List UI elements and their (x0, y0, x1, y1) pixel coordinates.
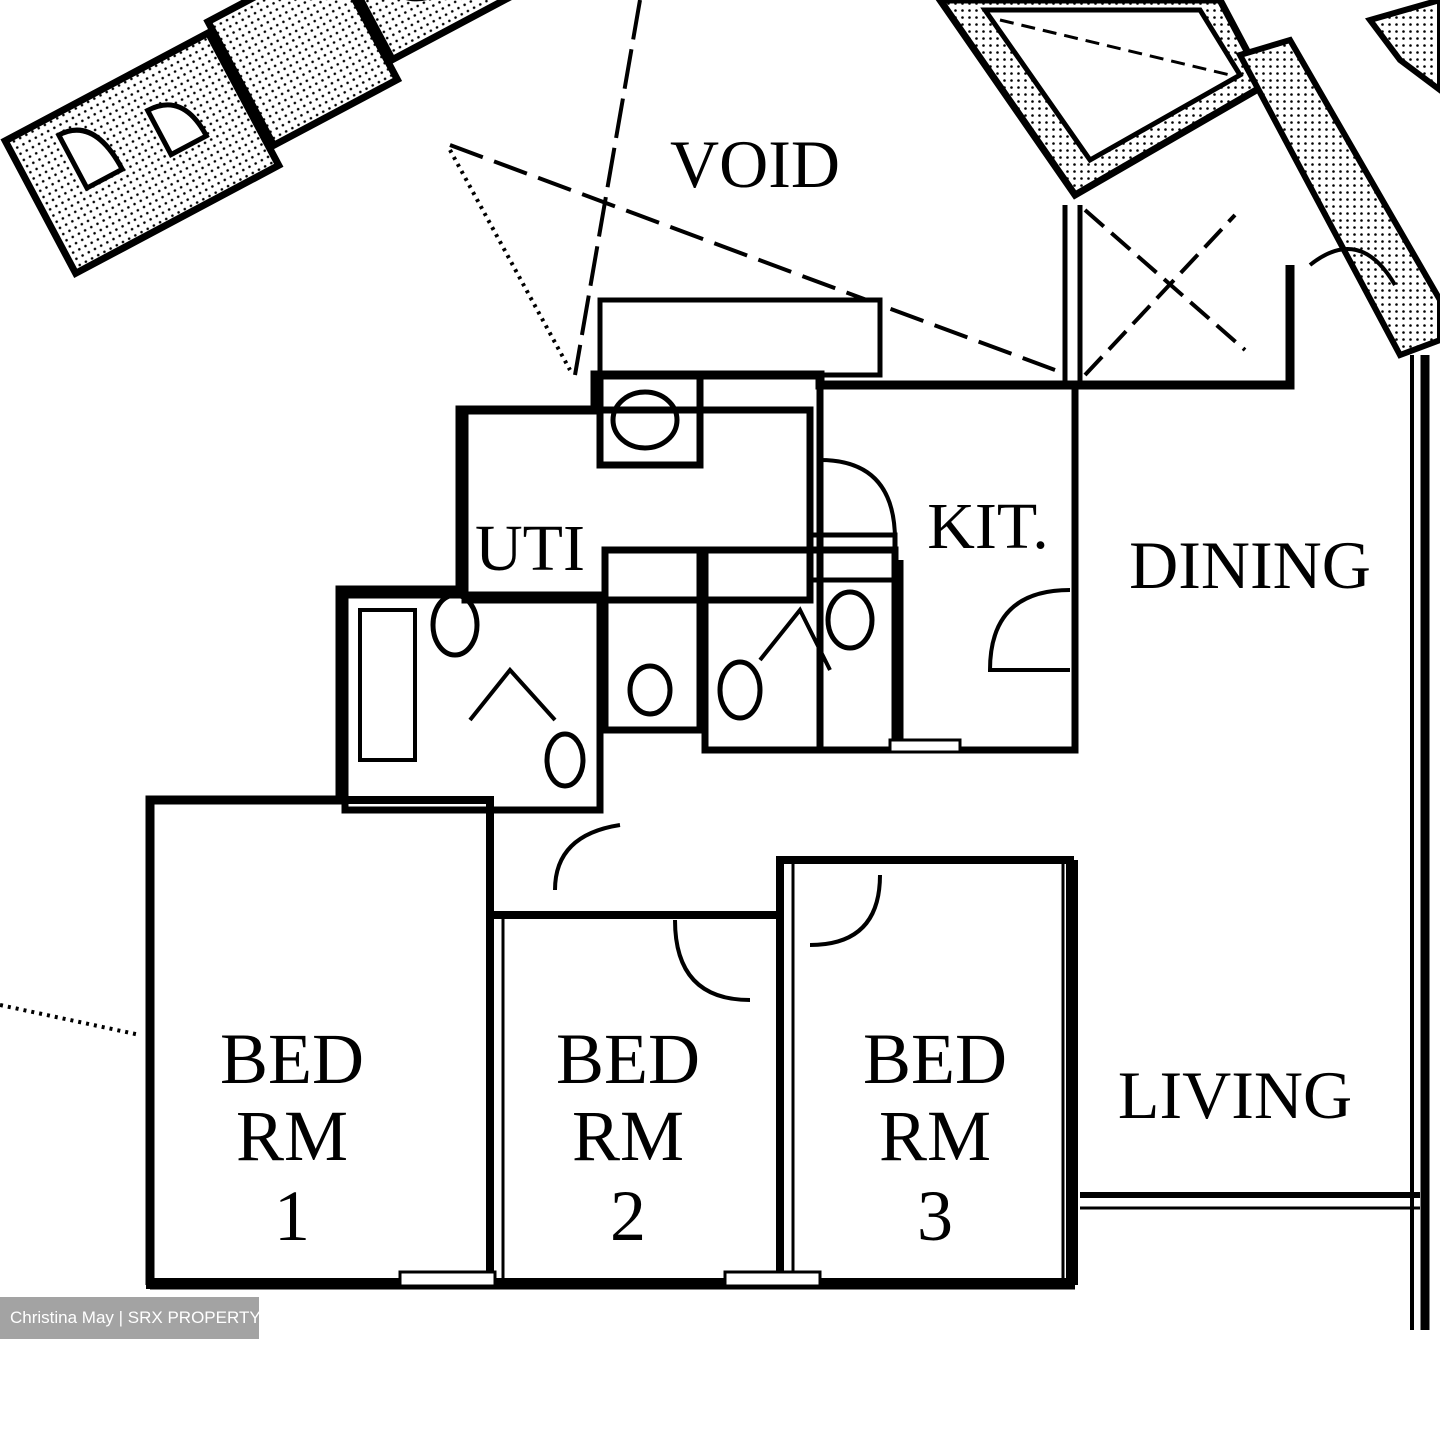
bedroom-walls (146, 796, 1074, 1289)
bathrooms (341, 532, 899, 814)
bedroom-3-line-2: RM (879, 1096, 991, 1176)
planter-box (597, 297, 883, 378)
room-label-kitchen: KIT. (927, 490, 1049, 563)
bedroom-2-line-3: 2 (610, 1176, 646, 1256)
kitchen-walls (816, 381, 1079, 754)
windows (398, 738, 962, 1288)
room-label-void: VOID (670, 126, 840, 202)
bedroom-2-line-2: RM (572, 1096, 684, 1176)
void-outline (0, 0, 1247, 1037)
room-label-bedroom-3: BED RM 3 (863, 1019, 1007, 1256)
bedroom-3-line-3: 3 (917, 1176, 953, 1256)
room-label-dining: DINING (1129, 527, 1371, 603)
bedroom-1-line-2: RM (236, 1096, 348, 1176)
room-label-bedroom-1: BED RM 1 (220, 1019, 364, 1256)
room-label-utility: UTI (475, 512, 585, 585)
living-wall (1061, 385, 1420, 1285)
utility-walls (461, 371, 814, 604)
watermark-label: Christina May | SRX PROPERTY (0, 1297, 259, 1339)
bedroom-3-line-1: BED (863, 1019, 1007, 1099)
bedroom-1-line-3: 1 (274, 1176, 310, 1256)
room-label-living: LIVING (1118, 1057, 1352, 1133)
neighbour-unit-top-right (935, 0, 1440, 385)
bedroom-1-line-1: BED (220, 1019, 364, 1099)
bedroom-2-line-1: BED (556, 1019, 700, 1099)
neighbour-unit-top-left (0, 0, 521, 279)
room-label-bedroom-2: BED RM 2 (556, 1019, 700, 1256)
